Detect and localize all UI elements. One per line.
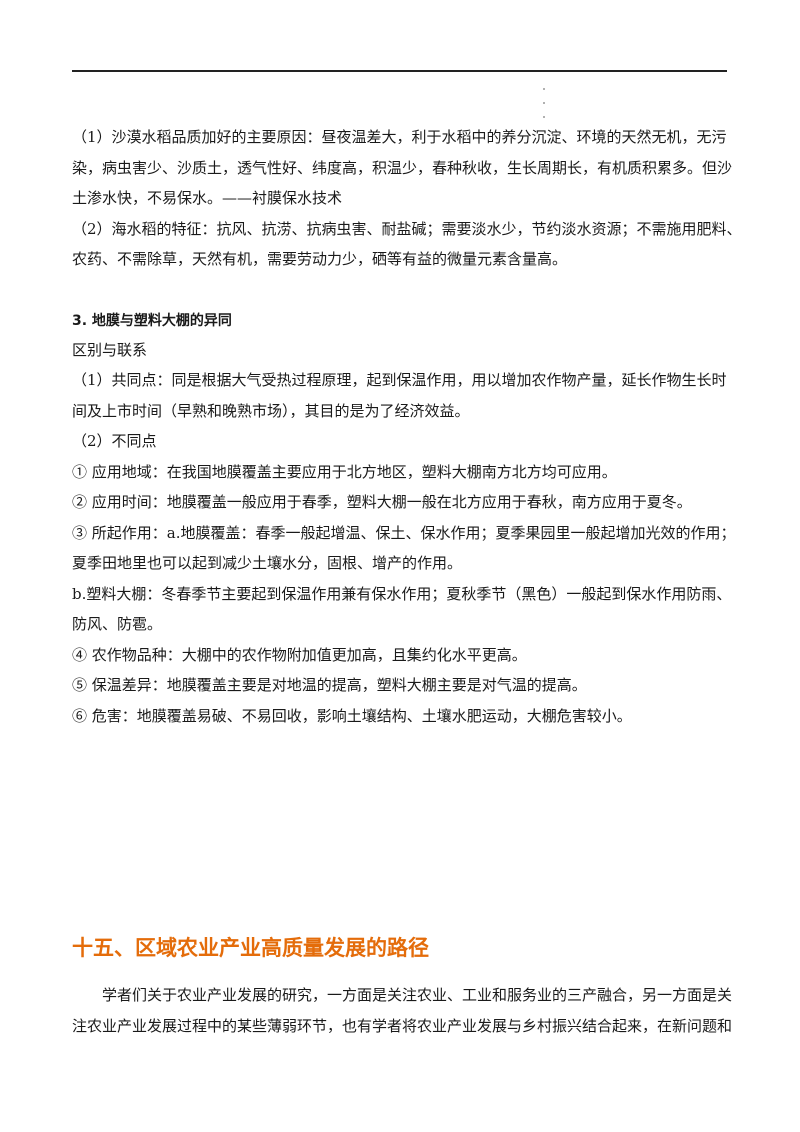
text-line: 土渗水快，不易保水。——衬膜保水技术 <box>72 189 343 207</box>
section-subtitle: 区别与联系 <box>72 340 148 359</box>
text-line: 注农业产业发展过程中的某些薄弱环节，也有学者将农业产业发展与乡村振兴结合起来，在… <box>72 1016 733 1035</box>
chapter-paragraph: 学者们关于农业产业发展的研究，一方面是关注农业、工业和服务业的三产融合，另一方面… <box>72 980 736 1041</box>
list-item: ② 应用时间：地膜覆盖一般应用于春季，塑料大棚一般在北方应用于春秋，南方应用于夏… <box>72 493 692 511</box>
list-item: ③ 所起作用：a.地膜覆盖：春季一般起增温、保土、保水作用；夏季果园里一般起增加… <box>72 523 736 542</box>
text-line: 农药、不需除草，天然有机，需要劳动力少，硒等有益的微量元素含量高。 <box>72 250 568 268</box>
section-heading: 3. 地膜与塑料大棚的异同 <box>72 312 232 329</box>
list-item: ⑤ 保温差异：地膜覆盖主要是对地温的提高，塑料大棚主要是对气温的提高。 <box>72 676 587 694</box>
diff-label: （2）不同点 <box>72 432 157 450</box>
text-line: （2）海水稻的特征：抗风、抗涝、抗病虫害、耐盐碱；需要淡水少，节约淡水资源；不需… <box>72 219 742 238</box>
list-item-continuation: 防风、防雹。 <box>72 615 163 633</box>
intro-paragraph-2: （2）海水稻的特征：抗风、抗涝、抗病虫害、耐盐碱；需要淡水少，节约淡水资源；不需… <box>72 214 742 275</box>
list-item: ④ 农作物品种：大棚中的农作物附加值更加高，且集约化水平更高。 <box>72 645 527 664</box>
header-rule <box>72 70 727 72</box>
text-line: 染，病虫害少、沙质土，透气性好、纬度高，积温少，春种秋收，生长周期长，有机质积累… <box>72 158 733 177</box>
text-line: （1）共同点：同是根据大气受热过程原理，起到保温作用，用以增加农作物产量，延长作… <box>72 371 727 389</box>
section-body: 区别与联系 （1）共同点：同是根据大气受热过程原理，起到保温作用，用以增加农作物… <box>72 335 736 732</box>
content-block: （1）沙漠水稻品质加好的主要原因：昼夜温差大，利于水稻中的养分沉淀、环境的天然无… <box>72 122 742 732</box>
chapter-heading: 十五、区域农业产业高质量发展的路径 <box>72 936 429 960</box>
list-item: b.塑料大棚：冬春季节主要起到保温作用兼有保水作用；夏秋季节（黑色）一般起到保水… <box>72 584 732 603</box>
list-item-continuation: 夏季田地里也可以起到减少土壤水分，固根、增产的作用。 <box>72 554 463 572</box>
text-line: （1）沙漠水稻品质加好的主要原因：昼夜温差大，利于水稻中的养分沉淀、环境的天然无… <box>72 128 727 146</box>
list-item: ① 应用地域：在我国地膜覆盖主要应用于北方地区，塑料大棚南方北方均可应用。 <box>72 462 617 481</box>
text-line: 学者们关于农业产业发展的研究，一方面是关注农业、工业和服务业的三产融合，另一方面… <box>102 986 733 1004</box>
dot-mark <box>543 102 545 104</box>
list-item: ⑥ 危害：地膜覆盖易破、不易回收，影响土壤结构、土壤水肥运动，大棚危害较小。 <box>72 706 632 725</box>
dot-mark <box>543 88 545 90</box>
intro-paragraph-1: （1）沙漠水稻品质加好的主要原因：昼夜温差大，利于水稻中的养分沉淀、环境的天然无… <box>72 122 736 214</box>
dot-mark <box>543 116 545 118</box>
text-line: 间及上市时间（早熟和晚熟市场），其目的是为了经济效益。 <box>72 401 470 420</box>
